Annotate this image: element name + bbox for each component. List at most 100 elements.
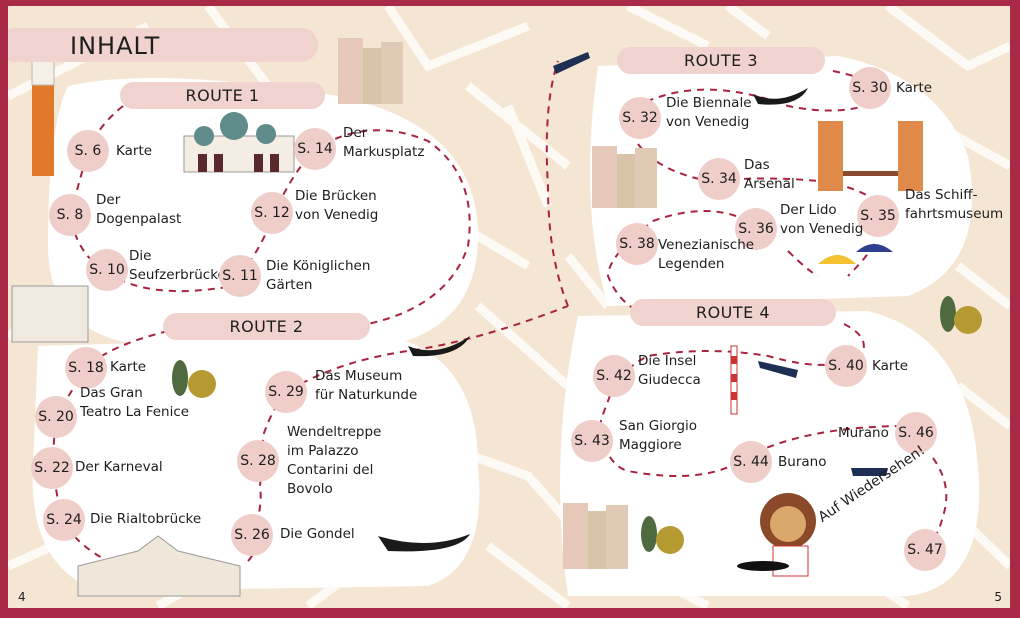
page-number-badge[interactable]: S. 36 <box>735 208 777 250</box>
trees-icon <box>172 296 982 554</box>
toc-entry-line: Karte <box>116 143 153 159</box>
toc-entry-title[interactable]: Die Rialtobrücke <box>90 510 201 529</box>
toc-entry-line: Contarini del <box>287 462 374 478</box>
toc-entry-line: Die Gondel <box>280 526 355 542</box>
toc-entry-line: Maggiore <box>619 437 682 453</box>
toc-entry-line: Wendeltreppe <box>287 424 382 440</box>
toc-entry-title[interactable]: Die Biennale von Venedig <box>666 94 752 132</box>
rialto-bridge-icon <box>77 535 241 597</box>
toc-entry-line: von Venedig <box>780 221 864 237</box>
toc-entry-title[interactable]: Karte <box>896 79 932 98</box>
toc-entry-line: Gärten <box>266 277 313 293</box>
arsenal-towers-icon <box>818 121 923 191</box>
page-number-badge[interactable]: S. 22 <box>31 447 73 489</box>
houses-icon <box>338 38 657 569</box>
toc-entry-line: Markusplatz <box>343 144 425 160</box>
page-number-badge[interactable]: S. 42 <box>593 355 635 397</box>
page-number-badge[interactable]: S. 47 <box>904 529 946 571</box>
toc-entry-line: Die Königlichen <box>266 258 371 274</box>
page-number-badge[interactable]: S. 29 <box>265 371 307 413</box>
toc-entry-title[interactable]: Karte <box>116 142 152 161</box>
toc-entry-line: Der Karneval <box>75 459 163 475</box>
toc-entry-title[interactable]: Die Brücken von Venedig <box>295 187 378 225</box>
toc-entry-line: Die Brücken <box>295 188 377 204</box>
gondola-icon <box>378 88 808 552</box>
toc-entry-title[interactable]: Karte <box>110 358 146 377</box>
page-number-badge[interactable]: S. 24 <box>43 499 85 541</box>
toc-entry-line: Der <box>343 125 368 141</box>
page-number-badge[interactable]: S. 35 <box>857 195 899 237</box>
page-title: INHALT <box>70 32 161 60</box>
page-number-badge[interactable]: S. 10 <box>86 249 128 291</box>
title-banner <box>8 28 318 62</box>
page-number-badge[interactable]: S. 40 <box>825 345 867 387</box>
page-number-badge[interactable]: S. 32 <box>619 97 661 139</box>
toc-entry-line: Die Biennale <box>666 95 752 111</box>
toc-entry-line: fahrtsmuseum <box>905 206 1004 222</box>
page-number-badge[interactable]: S. 44 <box>730 441 772 483</box>
toc-entry-line: im Palazzo <box>287 443 359 459</box>
page-number-badge[interactable]: S. 46 <box>895 412 937 454</box>
toc-entry-line: Karte <box>872 358 909 374</box>
page-number-badge[interactable]: S. 28 <box>237 440 279 482</box>
route-4-heading: ROUTE 4 <box>630 299 836 326</box>
page-number-badge[interactable]: S. 18 <box>65 347 107 389</box>
page-number-badge[interactable]: S. 38 <box>616 223 658 265</box>
toc-entry-line: Burano <box>778 454 827 470</box>
toc-entry-line: Teatro La Fenice <box>80 404 190 420</box>
toc-entry-line: Das Schiff- <box>905 187 978 203</box>
boat-icon <box>553 52 888 476</box>
umbrella-icon <box>818 244 893 264</box>
page-number-badge[interactable]: S. 34 <box>698 158 740 200</box>
page-number-left: 4 <box>18 590 26 604</box>
page-number-right: 5 <box>994 590 1002 604</box>
toc-entry-title[interactable]: Murano <box>838 424 889 443</box>
toc-entry-line: Der <box>96 192 121 208</box>
route-2-heading: ROUTE 2 <box>163 313 370 340</box>
toc-entry-line: Legenden <box>658 256 725 272</box>
page-number-badge[interactable]: S. 11 <box>219 255 261 297</box>
toc-entry-line: Der Lido <box>780 202 837 218</box>
toc-entry-title[interactable]: Der Karneval <box>75 458 163 477</box>
toc-entry-title[interactable]: Burano <box>778 453 826 472</box>
toc-entry-line: Murano <box>838 425 889 441</box>
toc-entry-line: Seufzerbrücke <box>129 267 226 283</box>
toc-entry-line: San Giorgio <box>619 418 698 434</box>
toc-entry-line: Dogenpalast <box>96 211 182 227</box>
toc-entry-line: Die Insel <box>638 353 697 369</box>
toc-entry-line: Bovolo <box>287 481 333 497</box>
route-1-heading: ROUTE 1 <box>120 82 325 109</box>
bridge-of-sighs-icon <box>11 285 89 343</box>
toc-entry-line: Giudecca <box>638 372 701 388</box>
toc-entry-line: von Venedig <box>295 207 379 223</box>
page-number-badge[interactable]: S. 8 <box>49 194 91 236</box>
page-number-badge[interactable]: S. 30 <box>849 67 891 109</box>
page-number-badge[interactable]: S. 43 <box>571 420 613 462</box>
page-number-badge[interactable]: S. 26 <box>231 514 273 556</box>
page-number-badge[interactable]: S. 6 <box>67 130 109 172</box>
page-number-badge[interactable]: S. 12 <box>251 192 293 234</box>
toc-entry-title[interactable]: Die Gondel <box>280 525 355 544</box>
toc-entry-line: Die <box>129 248 152 264</box>
page-number-badge[interactable]: S. 14 <box>294 128 336 170</box>
toc-entry-line: Die Rialtobrücke <box>90 511 202 527</box>
toc-entry-title[interactable]: Der Lido von Venedig <box>780 201 863 239</box>
page-number-badge[interactable]: S. 20 <box>35 396 77 438</box>
toc-entry-line: von Venedig <box>666 114 750 130</box>
lion-mascot-icon <box>737 493 816 577</box>
toc-entry-line: Venezianische <box>658 237 755 253</box>
toc-entry-title[interactable]: Karte <box>872 357 908 376</box>
toc-entry-title[interactable]: Das Schiff-fahrtsmuseum <box>905 186 1003 224</box>
